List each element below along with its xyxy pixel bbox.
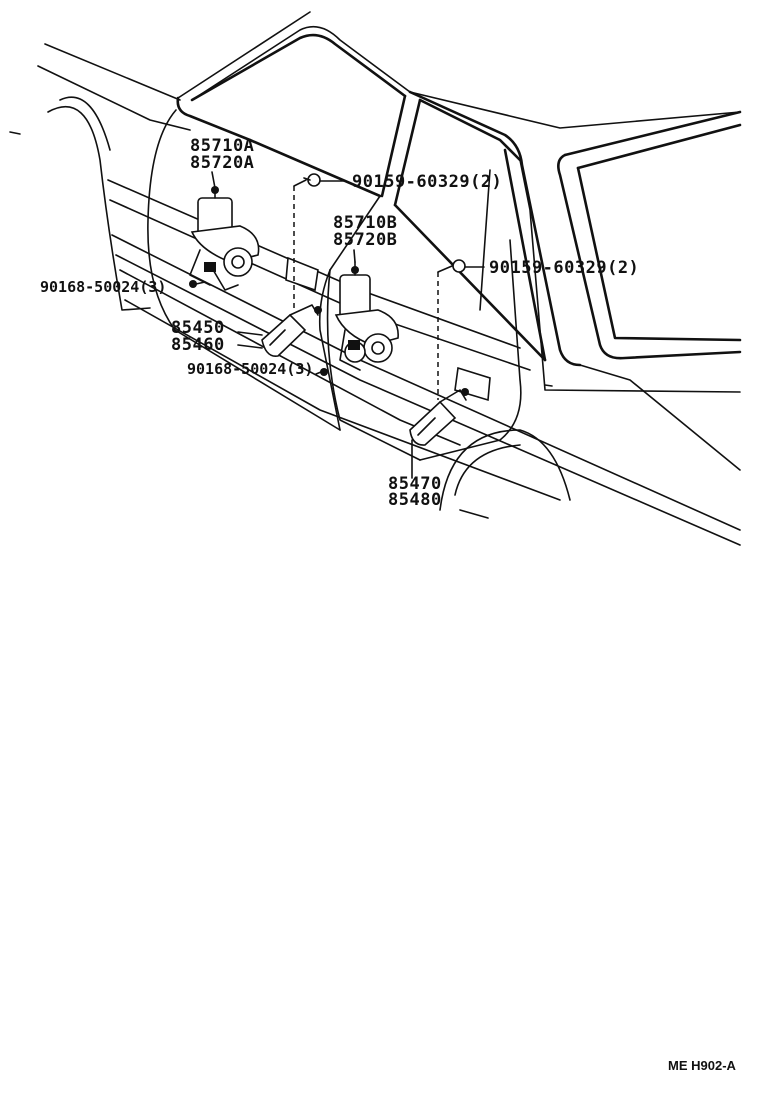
label-rear-bolt: 90168-50024(3) (187, 360, 313, 378)
label-front-bolt: 90168-50024(3) (40, 278, 166, 296)
front-door-lock-switch (261, 304, 322, 357)
diagram-code: ME H902-A (668, 1058, 737, 1073)
label-85470: 85470 (388, 474, 442, 494)
label-85460: 85460 (171, 335, 225, 355)
label-85720b: 85720B (333, 230, 397, 250)
label-front-screw: 90159-60329(2) (352, 172, 502, 192)
front-door-lock-motor (189, 186, 260, 291)
rear-screw-part (437, 259, 485, 400)
label-85710b: 85710B (333, 213, 397, 233)
label-85450: 85450 (171, 318, 225, 338)
rear-door-lock-switch (409, 388, 469, 479)
label-85480: 85480 (388, 490, 442, 510)
rear-bolt-part (315, 368, 328, 376)
label-rear-screw: 90159-60329(2) (489, 258, 639, 278)
leader-lines (211, 171, 356, 349)
label-85710a: 85710A (190, 136, 254, 156)
front-screw-part (293, 173, 347, 310)
rear-door-lock-motor (334, 261, 399, 371)
label-85720a: 85720A (190, 153, 254, 173)
front-bolt-part (189, 280, 206, 288)
